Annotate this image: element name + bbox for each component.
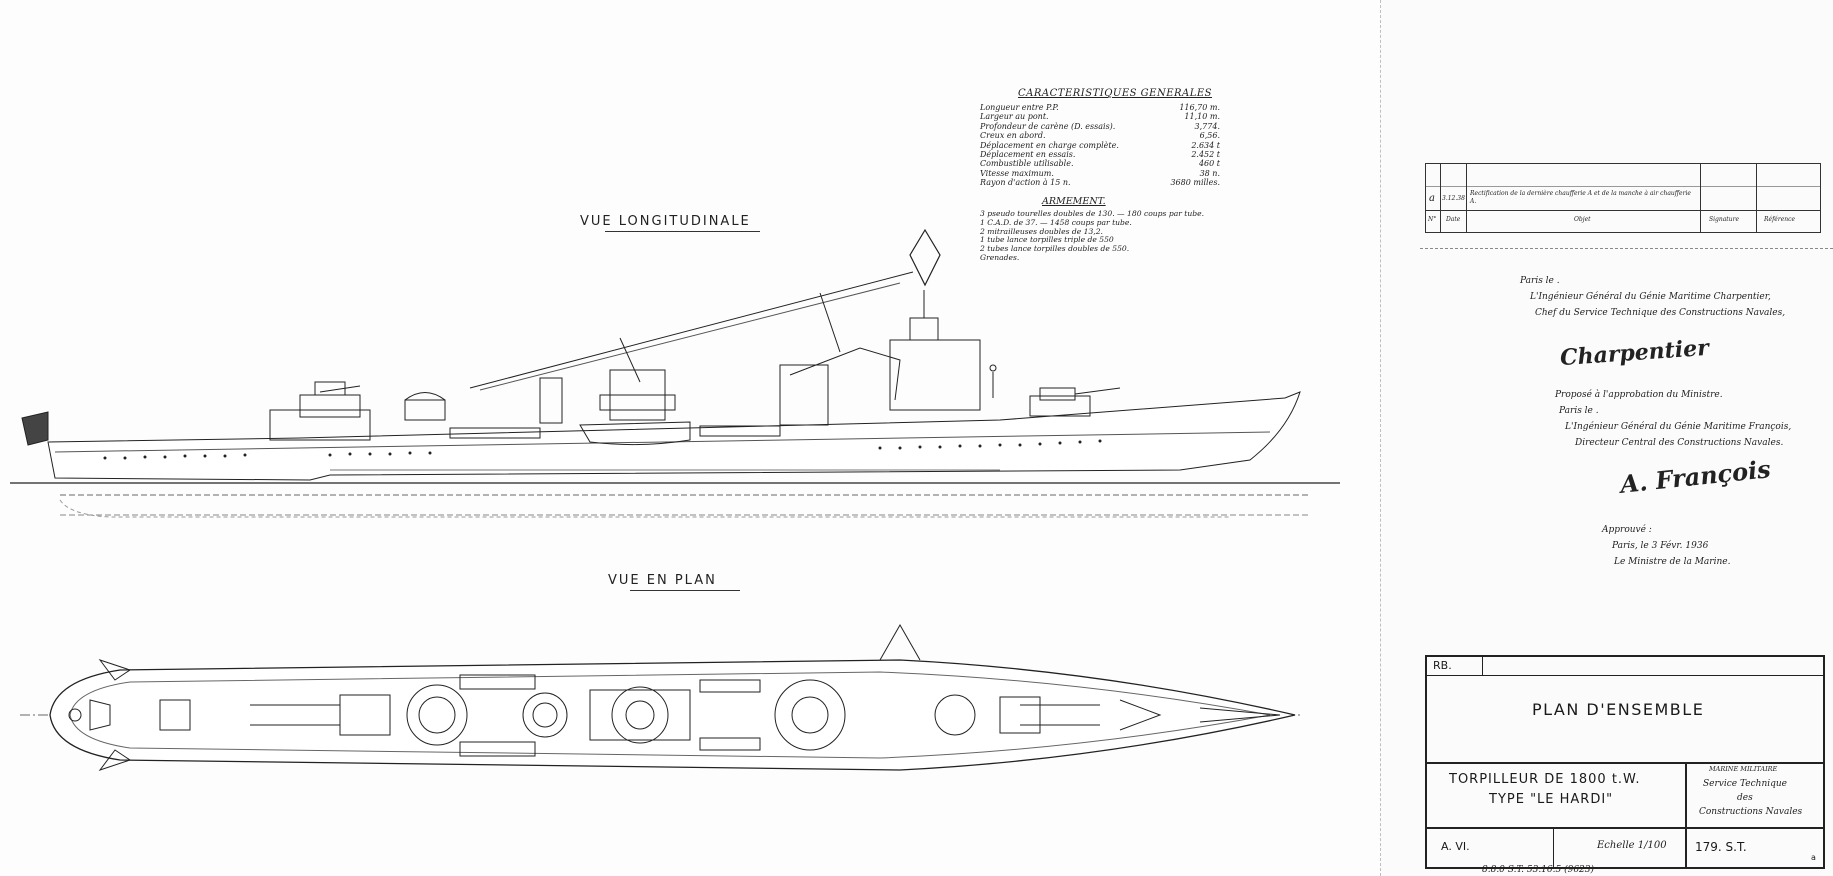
- characteristics-table: Longueur entre P.P.116,70 m.Largeur au p…: [980, 103, 1220, 193]
- characteristic-row: Déplacement en charge complète. 2.634 t: [980, 141, 1220, 150]
- characteristic-value: 6,56.: [1199, 131, 1220, 141]
- revision-date: 3.12.38: [1442, 195, 1465, 202]
- signature-line: Paris, le 3 Févr. 1936: [1612, 541, 1709, 551]
- revision-text: Rectification de la dernière chaufferie …: [1470, 190, 1691, 205]
- characteristic-row: Combustible utilisable. 460 t: [980, 159, 1220, 168]
- characteristic-value: 2.634 t: [1191, 140, 1220, 150]
- ship-drawing: [10, 228, 1340, 771]
- characteristic-label: Creux en abord.: [980, 131, 1046, 141]
- characteristic-label: Largeur au pont.: [980, 112, 1049, 122]
- scale-label: Echelle 1/100: [1597, 840, 1667, 851]
- org-line-2: Service Technique: [1703, 779, 1788, 789]
- reference-code: RB.: [1433, 659, 1452, 672]
- signature-line: Chef du Service Technique des Constructi…: [1535, 308, 1786, 318]
- signature-line: Paris le .: [1520, 276, 1560, 286]
- signature-line: Paris le .: [1559, 406, 1599, 416]
- title-block: RB. PLAN D'ENSEMBLE TORPILLEUR DE 1800 t…: [1425, 655, 1825, 869]
- characteristic-value: 116,70 m.: [1179, 103, 1220, 112]
- plan-view-title: VUE EN PLAN: [608, 573, 717, 588]
- ship-line-1: TORPILLEUR DE 1800 t.W.: [1449, 772, 1641, 787]
- characteristic-row: Creux en abord. 6,56.: [980, 131, 1220, 140]
- characteristic-label: Longueur entre P.P.: [980, 103, 1059, 112]
- title-underline: [630, 590, 740, 591]
- characteristics-title: CARACTERISTIQUES GENERALES: [1018, 88, 1213, 99]
- armament-row: 2 tubes lance torpilles doubles de 550.: [980, 244, 1130, 254]
- signature-line: L'Ingénieur Général du Génie Maritime Fr…: [1565, 422, 1792, 432]
- armament-row: Grenades.: [980, 253, 1020, 262]
- org-line-4: Constructions Navales: [1699, 807, 1803, 817]
- org-line-3: des: [1737, 793, 1753, 803]
- sheet-code: A. VI.: [1441, 840, 1470, 853]
- characteristic-value: 3,774.: [1194, 121, 1220, 131]
- armament-list: 3 pseudo tourelles doubles de 130. — 180…: [980, 209, 1220, 268]
- characteristic-label: Combustible utilisable.: [980, 159, 1074, 169]
- revision-header-signature: Signature: [1709, 216, 1740, 223]
- plan-title: PLAN D'ENSEMBLE: [1532, 700, 1705, 719]
- revision-header-object: Objet: [1574, 216, 1591, 223]
- characteristic-value: 11,10 m.: [1184, 112, 1220, 122]
- org-line-1: MARINE MILITAIRE: [1709, 765, 1778, 773]
- characteristic-label: Rayon d'action à 15 n.: [980, 178, 1071, 188]
- characteristic-label: Vitesse maximum.: [980, 168, 1054, 178]
- characteristic-row: Profondeur de carène (D. essais). 3,774.: [980, 122, 1220, 131]
- characteristic-value: 2.452 t: [1191, 150, 1220, 159]
- revision-header-no: N°: [1428, 216, 1437, 223]
- signature-line: Le Ministre de la Marine.: [1614, 557, 1731, 567]
- revision-letter: a: [1429, 193, 1435, 204]
- archive-stamp: 8.8.0 S.T. 53.16.5 (9623): [1482, 865, 1595, 875]
- characteristic-value: 38 n.: [1199, 168, 1220, 178]
- characteristic-label: Déplacement en essais.: [980, 150, 1076, 159]
- signature-line: Proposé à l'approbation du Ministre.: [1555, 390, 1723, 400]
- characteristic-label: Déplacement en charge complète.: [980, 140, 1119, 150]
- corner-letter: a: [1811, 853, 1816, 862]
- characteristic-row: Largeur au pont. 11,10 m.: [980, 112, 1220, 121]
- armament-row: 2 mitrailleuses doubles de 13,2.: [980, 226, 1103, 236]
- characteristic-row: Longueur entre P.P. 116,70 m.: [980, 103, 1220, 112]
- signature-line: Approuvé :: [1602, 525, 1652, 535]
- characteristic-row: Vitesse maximum. 38 n.: [980, 169, 1220, 178]
- title-sheet: [1380, 0, 1833, 876]
- characteristic-row: Rayon d'action à 15 n. 3680 milles.: [980, 178, 1220, 187]
- revision-table: a 3.12.38 Rectification de la dernière c…: [1425, 163, 1821, 233]
- ship-line-2: TYPE "LE HARDI": [1489, 792, 1614, 807]
- divider: [1420, 248, 1833, 250]
- revision-header-reference: Référence: [1764, 216, 1796, 223]
- armament-row: 3 pseudo tourelles doubles de 130. — 180…: [980, 209, 1204, 218]
- armament-title: ARMEMENT.: [1042, 196, 1106, 207]
- characteristic-label: Profondeur de carène (D. essais).: [980, 121, 1116, 131]
- armament-row: 1 C.A.D. de 37. — 1458 coups par tube.: [980, 217, 1132, 227]
- characteristic-value: 3680 milles.: [1170, 178, 1220, 188]
- drawing-number: 179. S.T.: [1695, 840, 1747, 854]
- revision-header-date: Date: [1446, 216, 1461, 223]
- characteristic-value: 460 t: [1198, 159, 1220, 169]
- characteristic-row: Déplacement en essais. 2.452 t: [980, 150, 1220, 159]
- title-underline: [605, 231, 760, 232]
- signature-line: Directeur Central des Constructions Nava…: [1575, 438, 1784, 448]
- signature-line: L'Ingénieur Général du Génie Maritime Ch…: [1530, 292, 1771, 302]
- armament-row: 1 tube lance torpilles triple de 550: [980, 235, 1114, 245]
- longitudinal-view-title: VUE LONGITUDINALE: [580, 214, 751, 229]
